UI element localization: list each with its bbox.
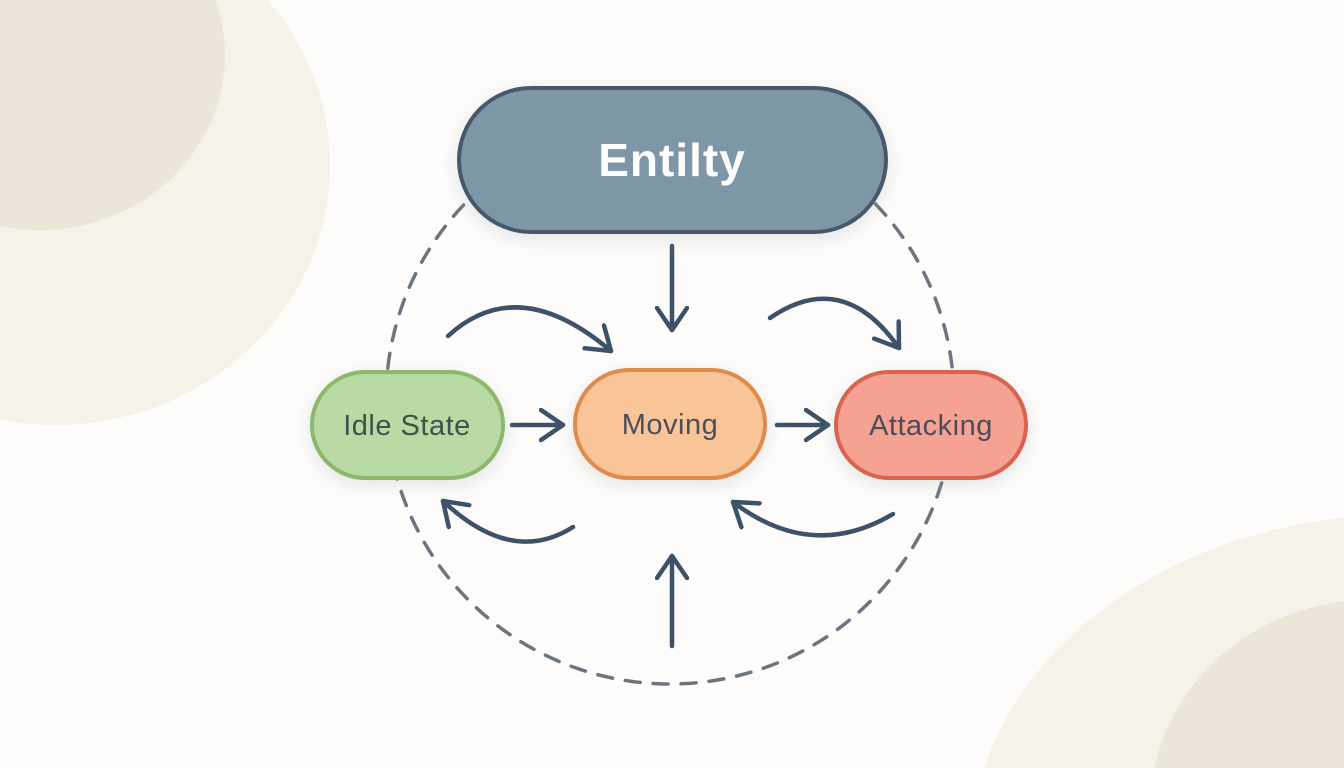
arrow-idle-to-moving-curved-top [445,305,614,354]
node-moving: Moving [573,368,767,480]
transition-arrows-group [440,243,902,649]
node-entity: Entilty [457,86,888,234]
node-entity-label: Entilty [598,134,746,186]
node-attacking-pill [834,370,1028,480]
arrow-moving-to-idle-curved-bottom [440,498,576,544]
decorative-blob-top-left-inner [0,0,225,230]
node-moving-pill [573,368,767,480]
arrow-moving-to-attacking-curved-top [767,296,902,351]
node-attacking: Attacking [834,370,1028,480]
node-moving-label: Moving [622,409,719,441]
node-entity-pill [457,86,888,234]
node-idle-state-pill [310,370,505,480]
decorative-blob-bottom-right-inner [1154,601,1344,768]
node-idle-state-label: Idle State [343,410,471,442]
node-attacking-label: Attacking [869,410,993,442]
node-idle-state: Idle State [310,370,505,480]
arrow-attacking-to-moving-curved-bottom [730,499,896,538]
